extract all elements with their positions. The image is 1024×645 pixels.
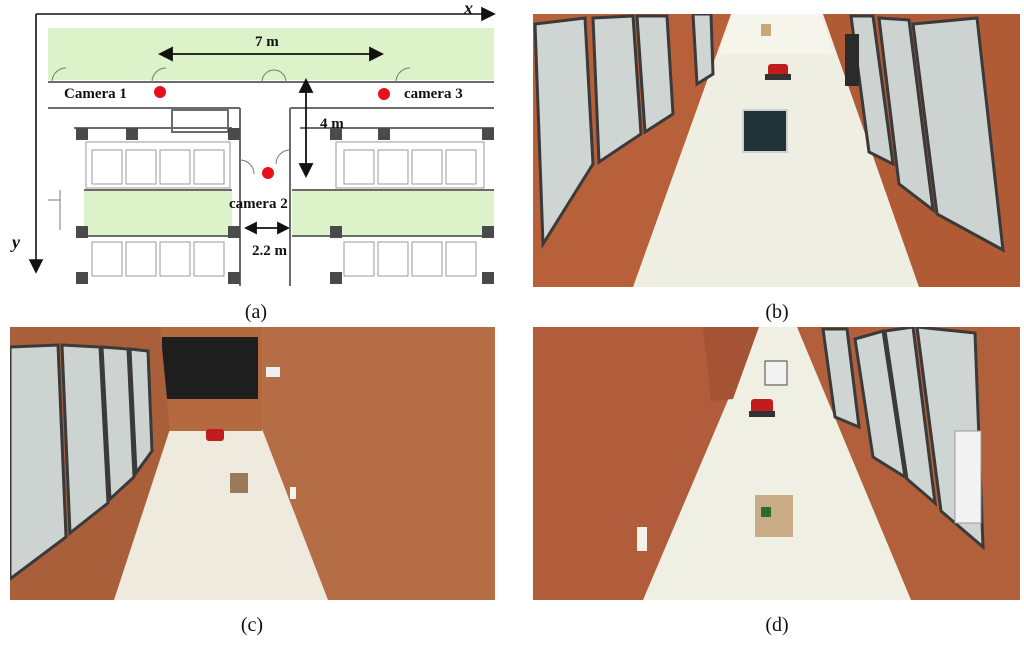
camera-3-label: camera 3	[404, 86, 463, 102]
camera-1-marker	[154, 86, 166, 98]
axes	[28, 6, 496, 274]
box-c	[230, 473, 248, 493]
caption-b: (b)	[765, 301, 789, 323]
box-d	[755, 495, 793, 537]
caption-a: (a)	[244, 301, 268, 323]
right-room	[292, 190, 494, 236]
desk-grid	[85, 141, 485, 277]
robot-c	[206, 429, 224, 441]
sign-d	[954, 430, 982, 524]
floorplan-panel: x y 7 m 4 m 2.2 m Camera 1 camera 2 came…	[0, 0, 510, 300]
camera-1-label: Camera 1	[64, 86, 127, 102]
caption-d: (d)	[765, 614, 789, 636]
pillars	[76, 128, 494, 284]
camera-2-label: camera 2	[229, 196, 288, 212]
y-axis-label: y	[12, 232, 20, 252]
photo-d	[533, 327, 1020, 600]
dimension-gap-label: 2.2 m	[252, 243, 287, 259]
dimension-width-label: 7 m	[255, 34, 279, 50]
dimension-height-label: 4 m	[320, 116, 344, 132]
camera-3-marker	[378, 88, 390, 100]
caption-c: (c)	[240, 614, 264, 636]
photo-b	[533, 14, 1020, 287]
sign-c	[266, 367, 280, 377]
corridor-d-illustration	[533, 327, 1020, 600]
corridor-c-illustration	[10, 327, 495, 600]
corridor-b-illustration	[533, 14, 1020, 287]
x-axis-label: x	[464, 0, 473, 18]
camera-2-marker	[262, 167, 274, 179]
photo-c	[10, 327, 495, 600]
box-b	[742, 109, 788, 153]
left-room	[84, 190, 232, 236]
floorplan-drawing	[28, 6, 496, 286]
